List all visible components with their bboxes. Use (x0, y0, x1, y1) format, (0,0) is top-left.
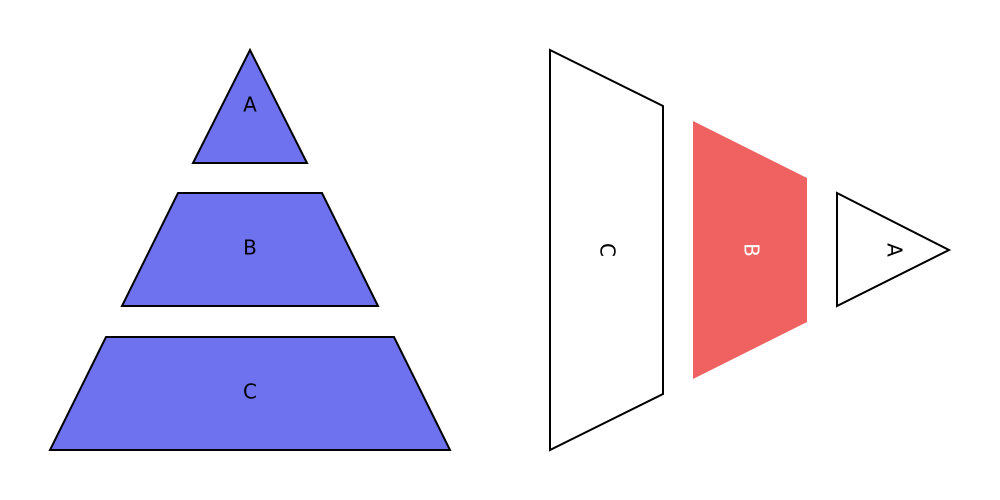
pyramid-segment-top: A (191, 47, 309, 164)
pyramid-segment-middle: B (120, 192, 380, 307)
pyramid-segment-bottom-label: C (243, 380, 257, 404)
funnel-segment-right-label: A (883, 243, 907, 257)
pyramid-segment-top-shape (191, 47, 309, 164)
funnel-segment-right: A (836, 191, 952, 308)
funnel-segment-left-label: C (596, 243, 620, 257)
funnel-segment-middle-shape (693, 121, 807, 379)
pyramid: A B C (48, 47, 452, 451)
funnel-segment-middle-label: B (740, 243, 764, 257)
funnel-segment-right-shape (836, 191, 952, 308)
pyramid-segment-middle-label: B (243, 236, 257, 260)
pyramid-segment-middle-shape (120, 192, 380, 307)
funnel-segment-middle: B (693, 121, 807, 379)
pyramid-segment-top-label: A (243, 93, 257, 117)
funnel-segment-left: C (549, 48, 664, 452)
pyramid-segment-bottom-shape (48, 336, 452, 451)
funnel-segment-left-shape (549, 48, 664, 452)
funnel: C B A (549, 48, 952, 452)
pyramid-segment-bottom: C (48, 336, 452, 451)
